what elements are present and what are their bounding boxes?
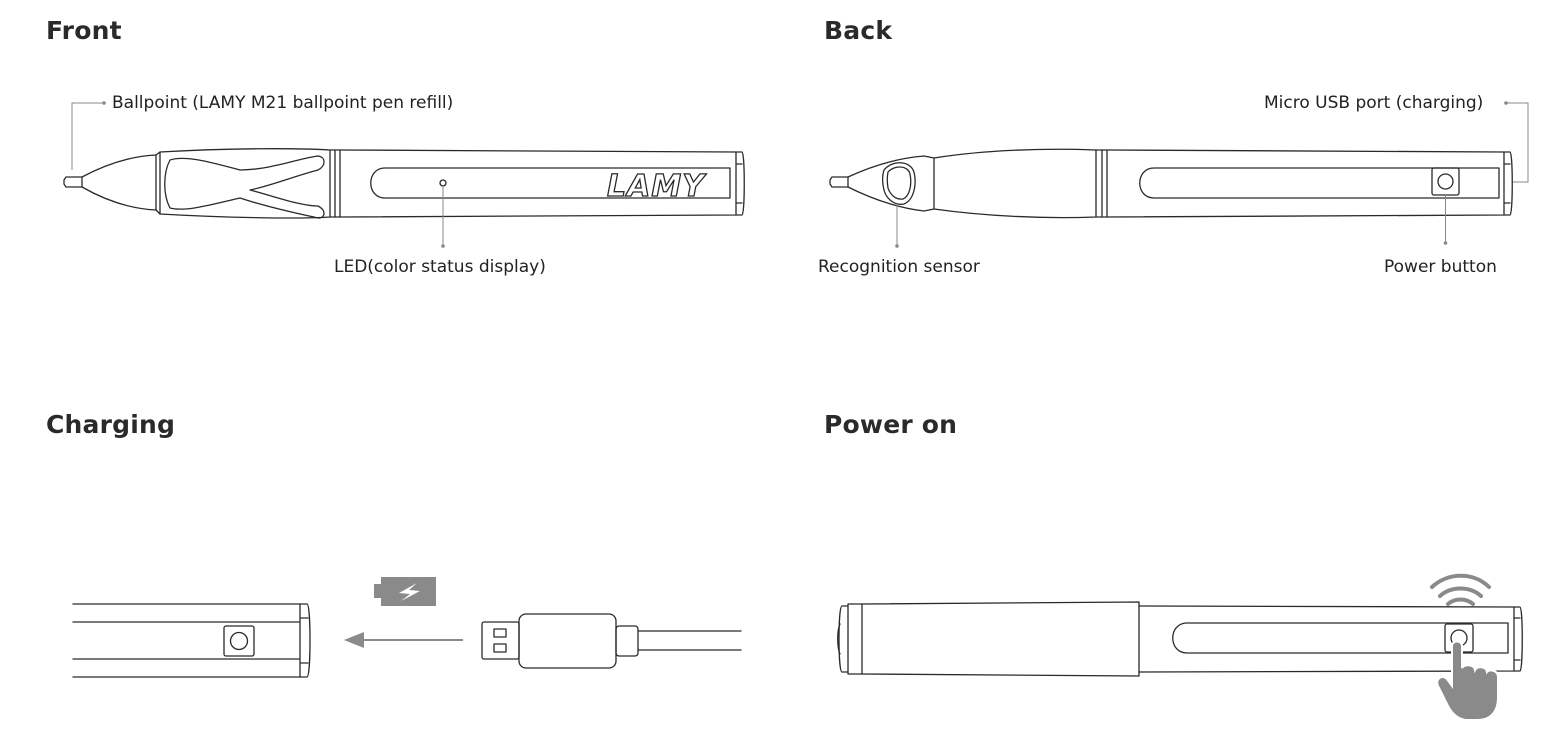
usb-leader xyxy=(1506,102,1529,183)
power-on-title: Power on xyxy=(824,410,958,439)
power-on-diagram xyxy=(784,540,1568,733)
lamy-logo: LAMY xyxy=(607,169,707,204)
usb-port-label: Micro USB port (charging) xyxy=(1264,93,1484,113)
usb-connector-icon xyxy=(481,613,742,669)
ballpoint-label: Ballpoint (LAMY M21 ballpoint pen refill… xyxy=(112,93,454,113)
ballpoint-tip xyxy=(63,176,83,188)
charging-diagram xyxy=(0,540,784,733)
battery-charging-icon xyxy=(374,577,436,606)
led-label: LED(color status display) xyxy=(334,257,546,277)
back-title: Back xyxy=(824,16,893,45)
front-pen-diagram: LAMY xyxy=(0,0,784,330)
power-button-label: Power button xyxy=(1384,257,1497,277)
ballpoint-leader xyxy=(71,102,104,170)
recognition-sensor-label: Recognition sensor xyxy=(818,257,980,277)
front-window xyxy=(370,167,731,199)
wireless-signal-icon xyxy=(1430,573,1491,606)
recognition-sensor-icon xyxy=(881,162,916,205)
power-button-icon xyxy=(1431,167,1460,196)
pointing-hand-icon xyxy=(1436,640,1499,721)
charging-title: Charging xyxy=(46,410,176,439)
back-pen-diagram xyxy=(784,0,1568,330)
led-icon xyxy=(439,179,447,187)
front-title: Front xyxy=(46,16,122,45)
